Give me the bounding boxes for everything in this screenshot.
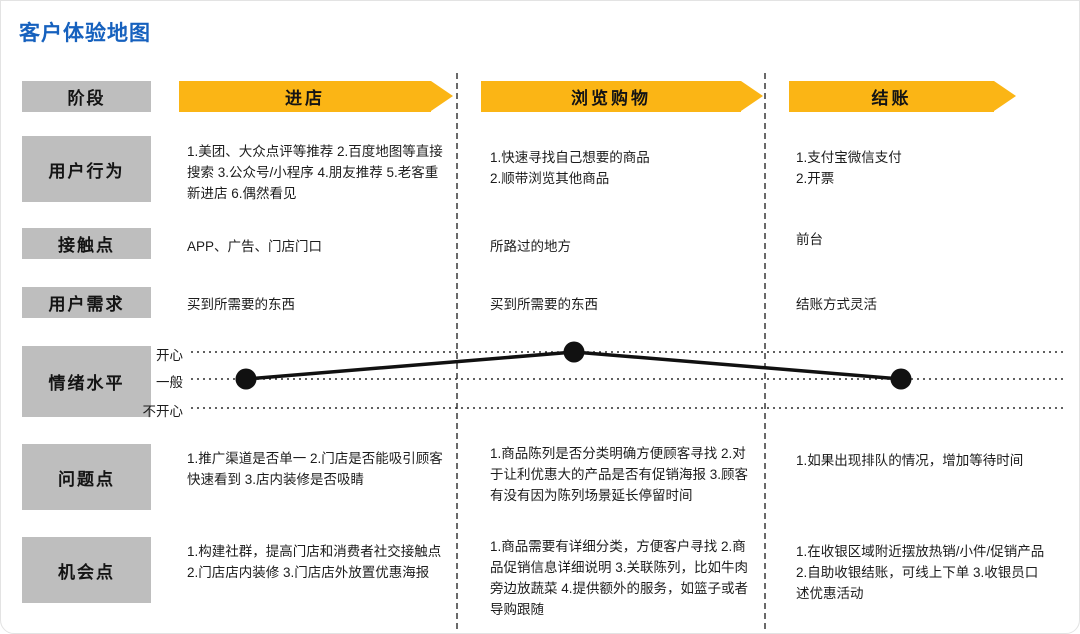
emotion-level-label-unhappy: 不开心: [142, 404, 184, 419]
row-label-stage: 阶段: [22, 81, 151, 112]
column-divider-1: [456, 73, 458, 629]
emotion-level-label-neutral: 一般: [156, 375, 183, 390]
touchpoint-enter-store: APP、广告、门店门口: [187, 239, 323, 254]
problems-enter-store: 1.推广渠道是否单一 2.门店是否能吸引顾客快速看到 3.店内装修是否吸睛: [187, 451, 443, 487]
opportunities-enter-store: 1.构建社群，提高门店和消费者社交接触点 2.门店店内装修 3.门店店外放置优惠…: [187, 544, 442, 580]
row-label-touchpoints: 接触点: [22, 228, 151, 259]
row-label-user-behavior: 用户行为: [22, 136, 151, 202]
page-title: 客户体验地图: [19, 22, 151, 45]
stage-header-browse-shopping: 浏览购物: [481, 81, 763, 112]
opportunities-browse-shopping: 1.商品需要有详细分类，方便客户寻找 2.商品促销信息详细说明 3.关联陈列，比…: [490, 539, 749, 617]
row-label-problems: 问题点: [22, 444, 151, 510]
row-label-opportunities: 机会点: [22, 537, 151, 603]
emotion-dot-进店: [235, 368, 257, 390]
behavior-browse-shopping: 1.快速寻找自己想要的商品 2.顺带浏览其他商品: [490, 150, 650, 186]
emotion-level-label-happy: 开心: [156, 348, 183, 363]
need-checkout: 结账方式灵活: [796, 297, 877, 312]
behavior-enter-store: 1.美团、大众点评等推荐 2.百度地图等直接搜索 3.公众号/小程序 4.朋友推…: [187, 144, 443, 201]
opportunities-checkout: 1.在收银区域附近摆放热销/小件/促销产品 2.自助收银结账，可线上下单 3.收…: [796, 544, 1045, 601]
problems-browse-shopping: 1.商品陈列是否分类明确方便顾客寻找 2.对于让利优惠大的产品是否有促销海报 3…: [490, 446, 749, 503]
need-browse-shopping: 买到所需要的东西: [490, 297, 598, 312]
row-label-user-needs: 用户需求: [22, 287, 151, 318]
touchpoint-checkout: 前台: [796, 232, 823, 247]
problems-checkout: 1.如果出现排队的情况，增加等待时间: [796, 453, 1024, 468]
emotion-line-chart: [191, 341, 1065, 409]
need-enter-store: 买到所需要的东西: [187, 297, 295, 312]
column-divider-2: [764, 73, 766, 629]
row-label-emotion-level: 情绪水平: [22, 346, 151, 417]
behavior-checkout: 1.支付宝微信支付 2.开票: [796, 150, 902, 186]
stage-header-checkout: 结账: [789, 81, 1016, 112]
touchpoint-browse-shopping: 所路过的地方: [490, 239, 571, 254]
emotion-dot-浏览购物: [563, 341, 585, 363]
emotion-dot-结账: [890, 368, 912, 390]
stage-header-enter-store: 进店: [179, 81, 453, 112]
